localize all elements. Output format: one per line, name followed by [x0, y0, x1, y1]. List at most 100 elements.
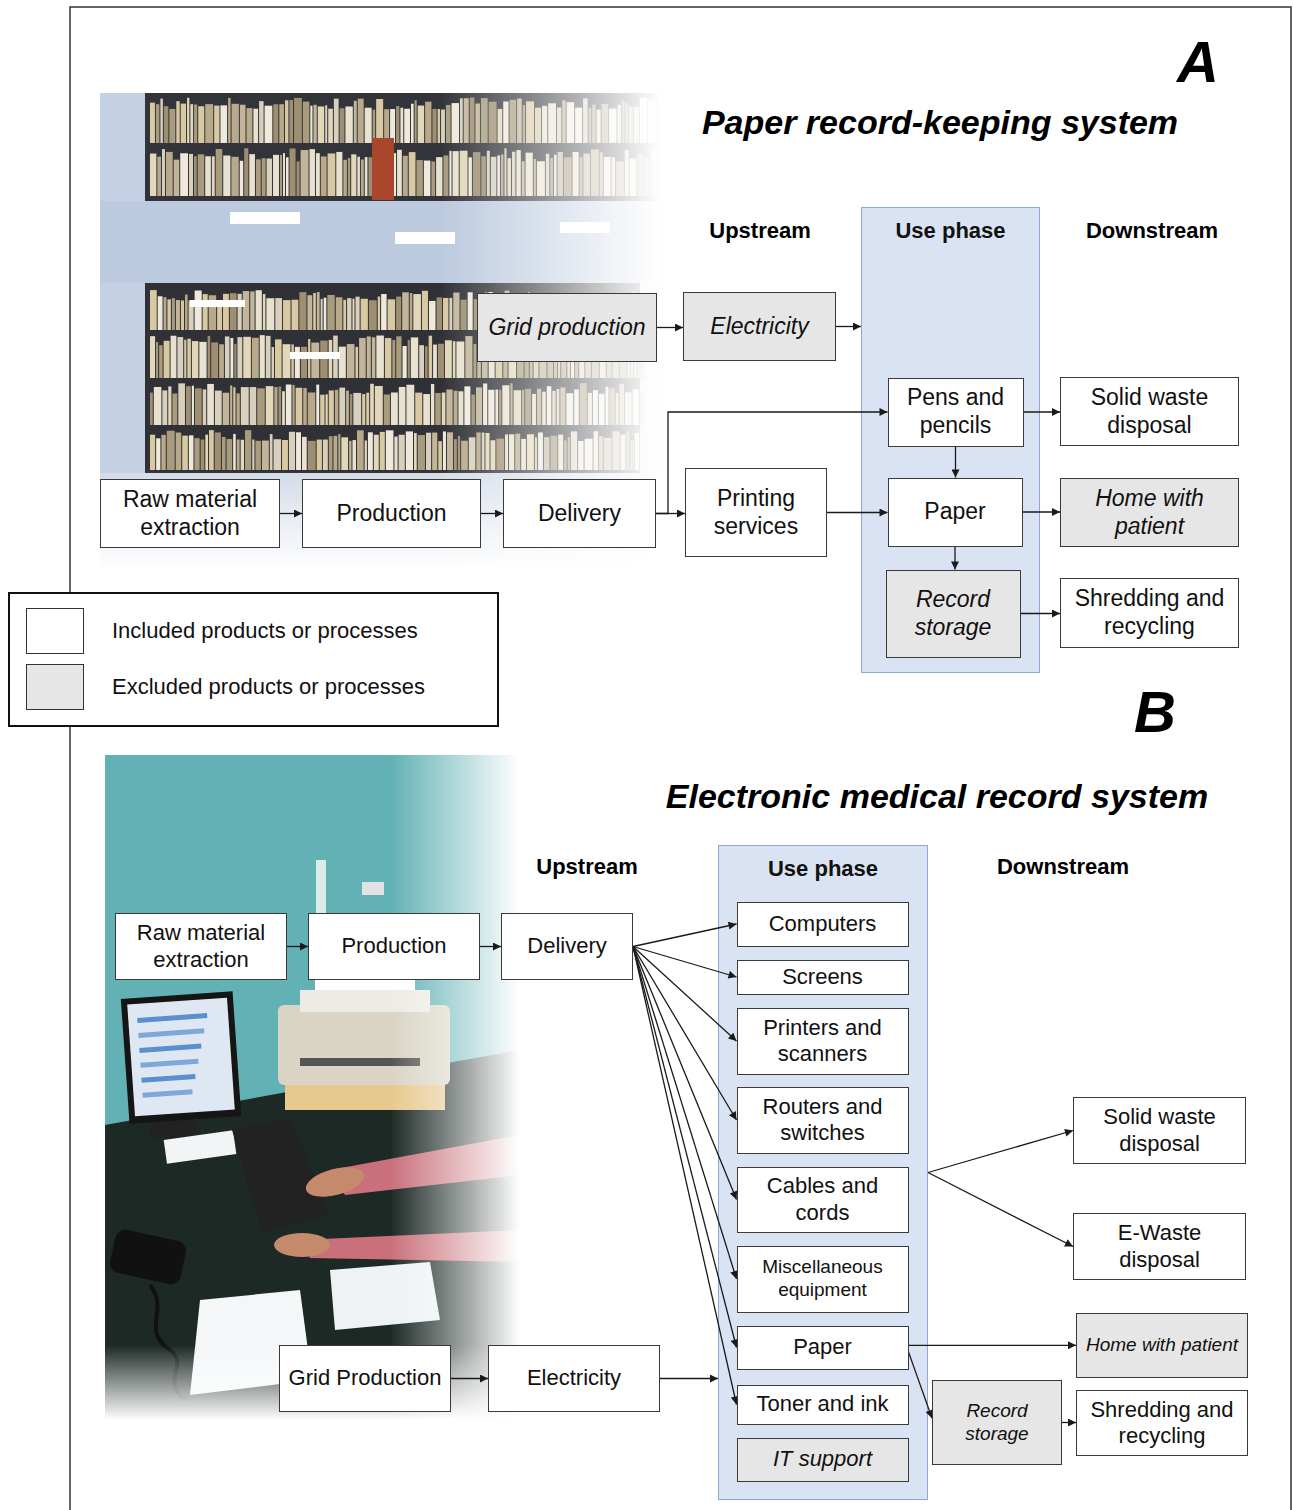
- flow-arrow: [633, 947, 737, 1405]
- legend-swatch: [26, 608, 84, 654]
- process-box: Production: [302, 479, 481, 548]
- process-box: Raw material extraction: [100, 479, 280, 548]
- process-box: Miscellaneous equipment: [737, 1246, 909, 1313]
- wall: [100, 93, 660, 570]
- excluded-box: Electricity: [683, 292, 836, 361]
- panel-title: Paper record-keeping system: [702, 104, 1178, 141]
- flow-arrow: [1023, 511, 1061, 512]
- process-box: Toner and ink: [737, 1385, 909, 1425]
- process-box: Production: [308, 913, 480, 980]
- excluded-box: Home with patient: [1060, 478, 1239, 547]
- box-label: Raw material extraction: [107, 486, 273, 541]
- flow-arrow: [928, 1131, 1073, 1173]
- process-box: Routers and switches: [737, 1087, 909, 1154]
- box-label: Pens and pencils: [895, 384, 1017, 439]
- flow-arrow: [656, 513, 685, 514]
- process-box: Shredding and recycling: [1076, 1390, 1248, 1456]
- stage-heading: Downstream: [1086, 219, 1218, 243]
- flow-arrow: [1062, 1422, 1076, 1423]
- flow-arrow: [660, 1378, 718, 1379]
- process-box: Delivery: [503, 479, 656, 548]
- panel-title: Electronic medical record system: [666, 778, 1208, 815]
- box-label: Record storage: [893, 586, 1014, 641]
- office-photo: [105, 755, 520, 1420]
- stage-heading: Upstream: [709, 219, 810, 243]
- flow-arrow: [633, 947, 737, 1280]
- flow-arrow: [633, 924, 737, 947]
- box-label: Grid Production: [289, 1365, 442, 1391]
- box-label: Cables and cords: [744, 1173, 902, 1226]
- process-box: Cables and cords: [737, 1167, 909, 1233]
- flow-arrow: [633, 947, 737, 1042]
- excluded-box: Record storage: [886, 570, 1021, 658]
- box-label: Printers and scanners: [744, 1015, 902, 1068]
- box-label: Delivery: [527, 933, 606, 959]
- library-photo: [100, 93, 660, 570]
- box-label: Solid waste disposal: [1067, 384, 1232, 439]
- flow-arrow: [633, 947, 737, 978]
- box-label: Electricity: [710, 313, 808, 341]
- panel-letter: A: [1177, 30, 1219, 94]
- flow-arrow: [633, 947, 737, 1121]
- photo-fade: [100, 93, 660, 570]
- box-label: IT support: [773, 1446, 872, 1472]
- band-heading: Use phase: [768, 856, 878, 882]
- phase-band: Use phaseComputersScreensPrinters and sc…: [718, 845, 928, 1500]
- photo-fade: [100, 93, 660, 570]
- photo-fade: [105, 755, 520, 1420]
- flow-arrow: [909, 1352, 933, 1418]
- box-label: Home with patient: [1086, 1334, 1238, 1357]
- box-label: Computers: [769, 911, 877, 937]
- flow-arrow: [633, 947, 737, 1348]
- process-box: Solid waste disposal: [1073, 1097, 1246, 1164]
- box-label: Paper: [924, 498, 985, 526]
- box-label: Shredding and recycling: [1067, 585, 1232, 640]
- process-box: Pens and pencils: [888, 378, 1024, 447]
- box-label: Printing services: [692, 485, 820, 540]
- flow-arrow: [280, 513, 302, 514]
- flow-arrow: [481, 513, 503, 514]
- process-box: Delivery: [501, 913, 633, 980]
- box-label: Raw material extraction: [122, 920, 280, 973]
- flow-arrow: [633, 947, 737, 1200]
- excluded-box: Home with patient: [1076, 1313, 1248, 1378]
- flow-arrow: [1021, 613, 1061, 614]
- box-label: Solid waste disposal: [1080, 1104, 1239, 1157]
- excluded-box: IT support: [737, 1438, 909, 1482]
- process-box: Computers: [737, 902, 909, 947]
- panel-letter: B: [1134, 680, 1176, 744]
- box-label: E-Waste disposal: [1080, 1220, 1239, 1273]
- stage-heading: Downstream: [997, 855, 1129, 879]
- flow-arrow: [1024, 411, 1061, 412]
- flow-arrow: [954, 547, 955, 570]
- photo-fade: [105, 755, 520, 1420]
- process-box: Shredding and recycling: [1060, 578, 1239, 648]
- flow-arrow: [480, 946, 501, 947]
- wall: [105, 755, 520, 1420]
- flow-arrow: [656, 412, 888, 514]
- flow-arrow: [836, 326, 861, 327]
- excluded-box: Record storage: [932, 1380, 1062, 1465]
- legend-row: Included products or processes: [26, 608, 418, 654]
- flow-arrow: [657, 327, 683, 328]
- box-label: Record storage: [939, 1400, 1055, 1446]
- flow-arrow: [909, 1345, 1077, 1346]
- box-label: Screens: [782, 964, 863, 990]
- box-label: Electricity: [527, 1365, 621, 1391]
- phase-band: Use phasePens and pencilsPaperRecord sto…: [861, 207, 1040, 673]
- process-box: Screens: [737, 960, 909, 995]
- box-label: Miscellaneous equipment: [744, 1256, 902, 1302]
- box-label: Production: [337, 500, 447, 528]
- legend-text: Excluded products or processes: [112, 674, 425, 700]
- excluded-box: Grid production: [477, 293, 657, 362]
- process-box: Printers and scanners: [737, 1008, 909, 1075]
- box-label: Shredding and recycling: [1083, 1397, 1241, 1450]
- legend-text: Included products or processes: [112, 618, 418, 644]
- box-label: Delivery: [538, 500, 621, 528]
- flow-arrow: [955, 447, 956, 478]
- process-box: Printing services: [685, 468, 827, 557]
- process-box: Paper: [737, 1326, 909, 1370]
- legend-box: Included products or processesExcluded p…: [8, 592, 499, 727]
- flow-arrow: [928, 1173, 1073, 1247]
- flow-arrow: [451, 1378, 488, 1379]
